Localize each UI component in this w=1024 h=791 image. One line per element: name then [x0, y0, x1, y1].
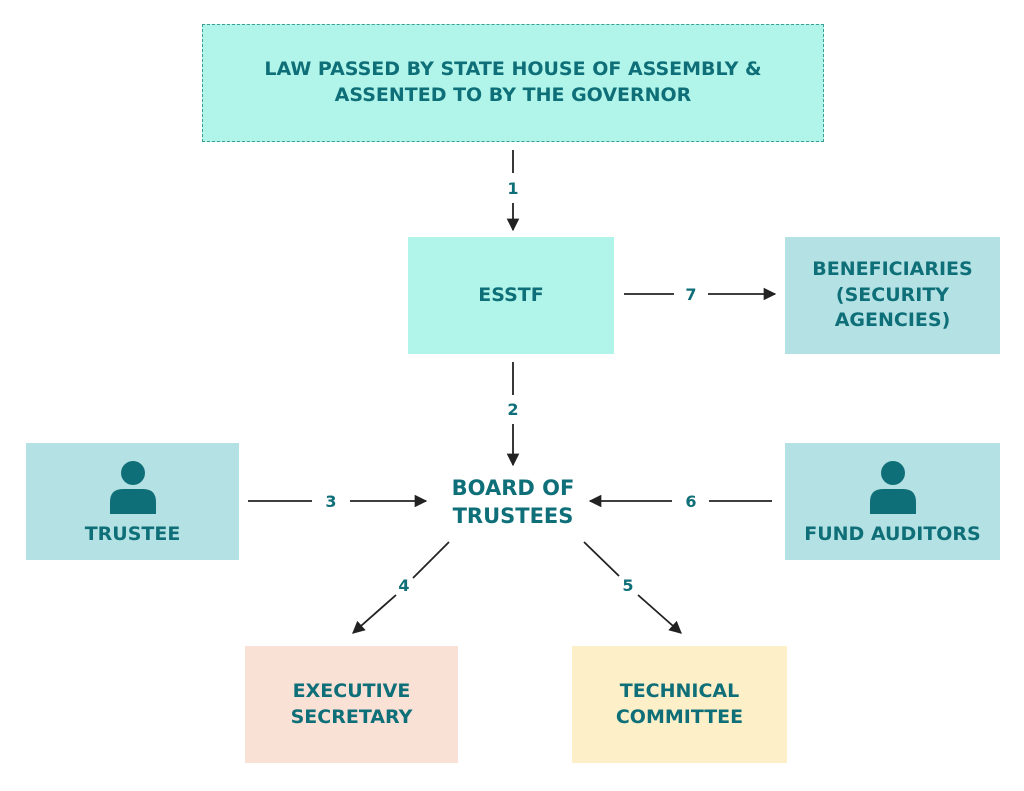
edge-label-5: 5	[622, 576, 633, 595]
edge-6: 6	[588, 492, 772, 511]
edge-label-1: 1	[507, 179, 518, 198]
law-line-2: ASSENTED TO BY THE GOVERNOR	[334, 84, 692, 106]
board-line-1: BOARD OF	[451, 475, 575, 500]
edge-label-6: 6	[685, 492, 696, 511]
esstf-node: ESSTF	[408, 237, 614, 354]
edge-2: 2	[506, 362, 520, 467]
edge-label-7: 7	[685, 285, 696, 304]
fund-auditors-node: FUND AUDITORS	[785, 443, 1000, 560]
law-line-1: LAW PASSED BY STATE HOUSE OF ASSEMBLY &	[264, 58, 762, 81]
board-of-trustees-node: BOARD OF TRUSTEES	[418, 470, 608, 534]
beneficiaries-line-1: BENEFICIARIES	[812, 258, 973, 281]
edge-4: 4	[352, 541, 450, 634]
trustee-label: TRUSTEE	[84, 522, 181, 545]
beneficiaries-line-3: AGENCIES)	[834, 309, 951, 332]
tech-line-2: COMMITTEE	[615, 705, 744, 728]
exec-line-1: EXECUTIVE	[292, 679, 411, 702]
edge-3: 3	[248, 492, 428, 511]
edge-1: 1	[506, 150, 520, 232]
tech-line-1: TECHNICAL	[619, 679, 740, 702]
person-icon	[869, 460, 916, 514]
edge-5: 5	[583, 541, 682, 634]
board-line-2: TRUSTEES	[452, 504, 574, 528]
edge-7: 7	[624, 285, 777, 304]
edge-label-3: 3	[325, 492, 336, 511]
edge-label-4: 4	[398, 576, 409, 595]
esstf-label: ESSTF	[478, 283, 544, 306]
beneficiaries-node: BENEFICIARIES (SECURITY AGENCIES)	[785, 237, 1000, 354]
person-icon	[109, 460, 156, 514]
trustee-node: TRUSTEE	[26, 443, 239, 560]
beneficiaries-line-2: (SECURITY	[835, 283, 950, 306]
exec-line-2: SECRETARY	[290, 705, 413, 728]
edge-label-2: 2	[507, 400, 518, 419]
executive-secretary-node: EXECUTIVE SECRETARY	[245, 646, 458, 763]
law-node: LAW PASSED BY STATE HOUSE OF ASSEMBLY & …	[202, 24, 824, 142]
technical-committee-node: TECHNICAL COMMITTEE	[572, 646, 787, 763]
fund-auditors-label: FUND AUDITORS	[804, 522, 981, 545]
